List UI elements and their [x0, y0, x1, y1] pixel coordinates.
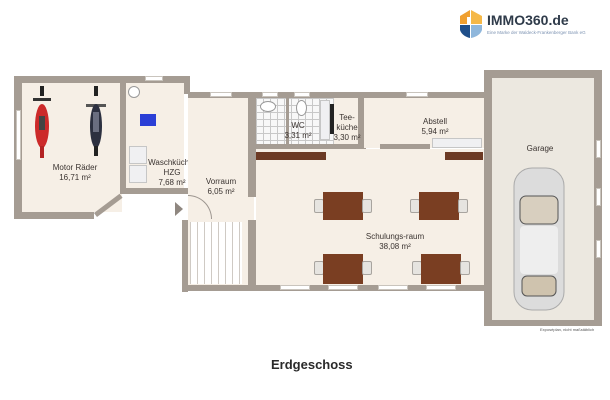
- room-label-motor: Motor Räder 16,71 m²: [52, 163, 98, 182]
- floor-title: Erdgeschoss: [271, 357, 353, 372]
- car-icon: [513, 167, 565, 311]
- room-label-garage: Garage: [526, 144, 554, 153]
- room-label-schulung: Schulungs-raum 38,08 m²: [365, 232, 425, 251]
- sink-icon: [260, 101, 276, 112]
- brand-name: IMMO360.de: [487, 12, 569, 28]
- boiler-icon: [128, 86, 140, 98]
- toilet-icon: [296, 100, 307, 116]
- room-label-vorraum: Vorraum 6,05 m²: [205, 177, 237, 196]
- room-label-tee: Tee- küche 3,30 m²: [333, 113, 361, 142]
- disclaimer: Exposéplan, nicht maßstäblich: [540, 327, 595, 332]
- brand-logo: IMMO360.de Eine Marke der Waldeck-Franke…: [458, 8, 608, 42]
- washer-icon: [140, 114, 156, 126]
- dark-motorcycle-icon: [86, 86, 106, 156]
- red-motorcycle-icon: [33, 86, 51, 158]
- house-logo-icon: [460, 10, 482, 38]
- room-label-wasch: Waschküche/ HZG 7,68 m²: [148, 158, 196, 187]
- brand-tagline: Eine Marke der Waldeck-Frankenberger Ban…: [487, 30, 586, 35]
- room-label-wc: WC 3,31 m²: [284, 121, 312, 140]
- entrance-arrow-icon: [175, 202, 183, 216]
- staircase: [190, 222, 242, 284]
- room-label-abstell: Abstell 5,94 m²: [421, 117, 449, 136]
